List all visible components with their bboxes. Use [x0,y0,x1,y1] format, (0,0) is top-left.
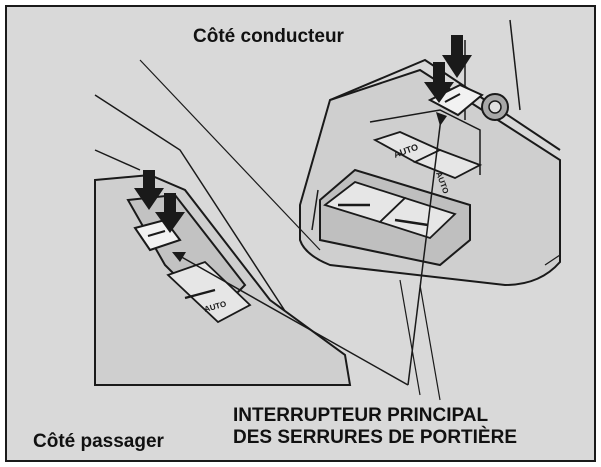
main-lock-switch-label: INTERRUPTEUR PRINCIPAL DES SERRURES DE P… [233,405,517,449]
passenger-side-label: Côté passager [33,431,164,452]
main-lock-switch-label-line1: INTERRUPTEUR PRINCIPAL [233,405,489,426]
main-lock-switch-label-line2: DES SERRURES DE PORTIÈRE [233,427,517,448]
passenger-press-arrows [134,170,185,233]
driver-press-arrows [424,35,472,103]
driver-lock-switch [427,83,509,121]
driver-label-bg [187,22,395,48]
leader-lines [172,112,447,386]
driver-window-switch-pad [319,109,483,267]
driver-side-label: Côté conducteur [193,26,344,47]
